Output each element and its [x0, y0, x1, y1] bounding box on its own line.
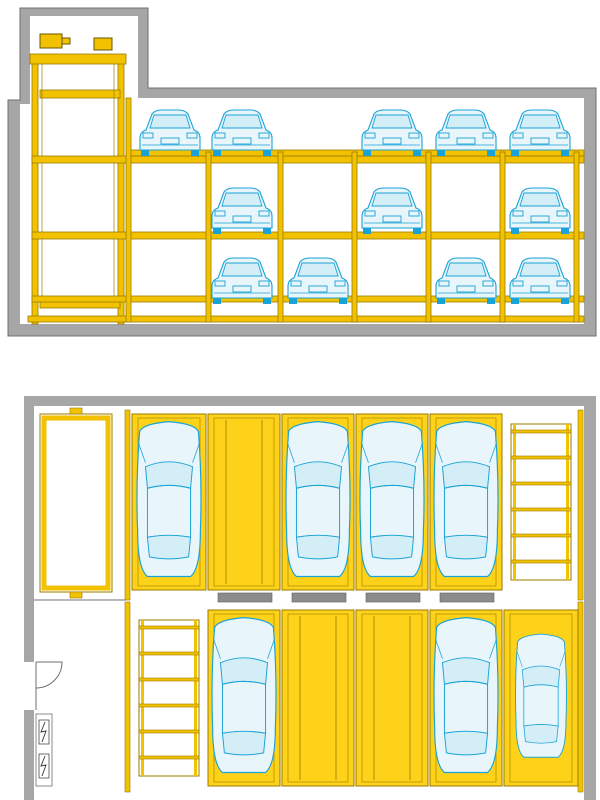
plan-car	[285, 421, 351, 578]
parking-bay	[355, 609, 429, 787]
plan-car	[433, 617, 499, 774]
floor-grate	[291, 592, 347, 603]
electrical-hazard-icon	[38, 719, 50, 745]
electrical-panel	[35, 713, 53, 787]
parking-bay	[429, 609, 503, 787]
plan-view	[24, 396, 596, 800]
lift-platform	[39, 407, 113, 599]
parking-bay	[355, 413, 429, 591]
floor-grate	[365, 592, 421, 603]
plan-car	[515, 633, 567, 758]
section-interior	[20, 16, 584, 324]
plan-car	[211, 617, 277, 774]
section-view	[7, 7, 597, 337]
parking-bay	[281, 413, 355, 591]
door	[24, 661, 63, 710]
parking-bay	[131, 413, 207, 591]
plan-bay-group	[131, 413, 579, 787]
lift-motor-icon	[93, 37, 113, 51]
parking-bay	[207, 609, 281, 787]
plan-car	[136, 421, 202, 578]
plan-car	[359, 421, 425, 578]
parking-bay	[207, 413, 281, 591]
electrical-hazard-icon	[38, 753, 50, 779]
lift-motor-icon	[39, 33, 71, 49]
floor-grate	[439, 592, 495, 603]
storage-rack-frame	[27, 97, 585, 323]
plan-columns	[124, 409, 584, 793]
parking-bay	[503, 609, 579, 787]
plan-car	[433, 421, 499, 578]
floor-grate	[217, 592, 273, 603]
parking-bay	[429, 413, 503, 591]
parking-bay	[281, 609, 355, 787]
